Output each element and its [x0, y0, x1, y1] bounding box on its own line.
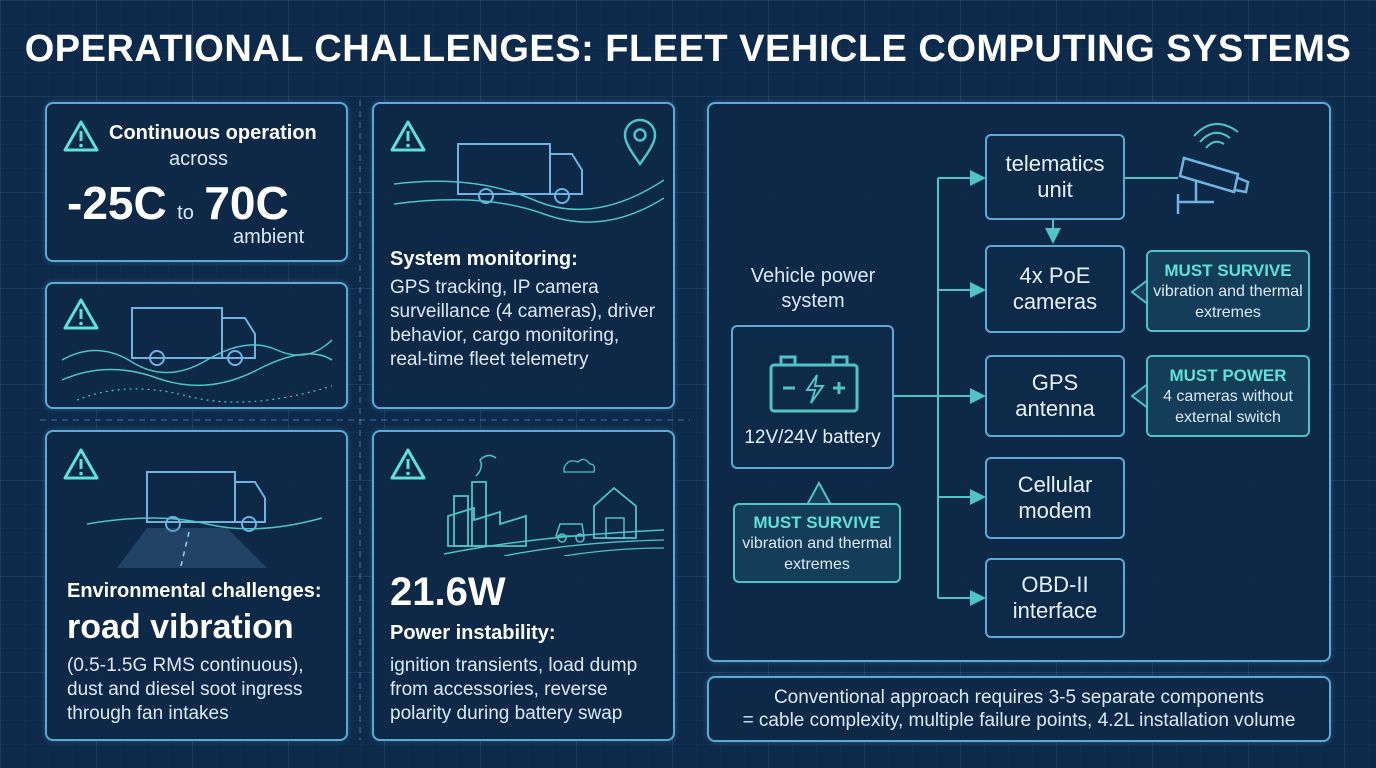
- node-telematics-unit: telematics unit: [985, 134, 1125, 220]
- node-obd-interface: OBD-II interface: [985, 558, 1125, 638]
- callout-heading: MUST SURVIVE: [1164, 260, 1292, 280]
- temperature-high: 70C: [204, 177, 289, 229]
- environment-heading: Environmental challenges:: [67, 580, 322, 602]
- security-camera-icon: [1176, 123, 1250, 214]
- power-body: ignition transients, load dump from acce…: [390, 655, 638, 724]
- power-panel: 21.6W Power instability: ignition transi…: [372, 430, 675, 741]
- callout-pointer: [806, 480, 832, 506]
- power-value: 21.6W: [390, 570, 506, 614]
- terrain-panel: [45, 282, 348, 409]
- environment-body: (0.5-1.5G RMS continuous), dust and dies…: [67, 655, 304, 724]
- node-cellular-modem: Cellular modem: [985, 457, 1125, 539]
- temperature-line1: Continuous operation: [109, 122, 317, 144]
- environment-big: road vibration: [67, 608, 294, 646]
- temperature-line3: ambient: [233, 226, 305, 248]
- callout-pointer: [1130, 278, 1150, 306]
- node-gps-antenna: GPS antenna: [985, 355, 1125, 437]
- callout-pointer: [1130, 382, 1150, 410]
- environment-panel: Environmental challenges: road vibration…: [45, 430, 348, 741]
- monitoring-panel: System monitoring: GPS tracking, IP came…: [372, 102, 675, 409]
- node-poe-cameras: 4x PoE cameras: [985, 245, 1125, 333]
- temperature-low: -25C: [67, 177, 167, 229]
- power-heading: Power instability:: [390, 622, 556, 644]
- location-pin-icon: [623, 118, 657, 167]
- truck-dusty-road-illustration: [86, 471, 323, 568]
- callout-heading: MUST SURVIVE: [753, 512, 881, 532]
- callout-body: vibration and thermal extremes: [1153, 282, 1303, 321]
- temperature-to: to: [177, 202, 194, 224]
- power-source-label: Vehicle power system: [750, 265, 876, 312]
- page-title: OPERATIONAL CHALLENGES: FLEET VEHICLE CO…: [24, 28, 1352, 70]
- warning-icon: [390, 120, 426, 152]
- warning-icon: [63, 298, 99, 330]
- monitoring-heading: System monitoring:: [390, 248, 578, 270]
- truck-rough-terrain-illustration: [61, 307, 333, 403]
- warning-icon: [63, 120, 99, 152]
- temperature-range: -25C to 70C: [67, 176, 289, 230]
- truck-road-illustration: [394, 143, 664, 223]
- callout-body: vibration and thermal extremes: [742, 534, 892, 573]
- warning-icon: [63, 448, 99, 480]
- footer-panel: Conventional approach requires 3-5 separ…: [707, 676, 1331, 742]
- battery-node: 12V/24V battery: [731, 325, 894, 469]
- callout-survive-cameras: MUST SURVIVE vibration and thermal extre…: [1146, 250, 1310, 332]
- callout-heading: MUST POWER: [1169, 365, 1287, 385]
- callout-power-gps: MUST POWER 4 cameras without external sw…: [1146, 355, 1310, 437]
- callout-survive-battery: MUST SURVIVE vibration and thermal extre…: [733, 503, 901, 583]
- warning-icon: [390, 448, 426, 480]
- battery-label: 12V/24V battery: [744, 427, 881, 448]
- footer-line1: Conventional approach requires 3-5 separ…: [773, 687, 1265, 708]
- callout-body: 4 cameras without external switch: [1163, 387, 1293, 426]
- battery-icon: [769, 355, 859, 413]
- temperature-line2: across: [169, 148, 228, 170]
- footer-line2: = cable complexity, multiple failure poi…: [742, 710, 1296, 731]
- temperature-panel: Continuous operation across -25C to 70C …: [45, 102, 348, 262]
- factory-farm-illustration: [444, 454, 664, 556]
- monitoring-body: GPS tracking, IP camera surveillance (4 …: [390, 277, 656, 370]
